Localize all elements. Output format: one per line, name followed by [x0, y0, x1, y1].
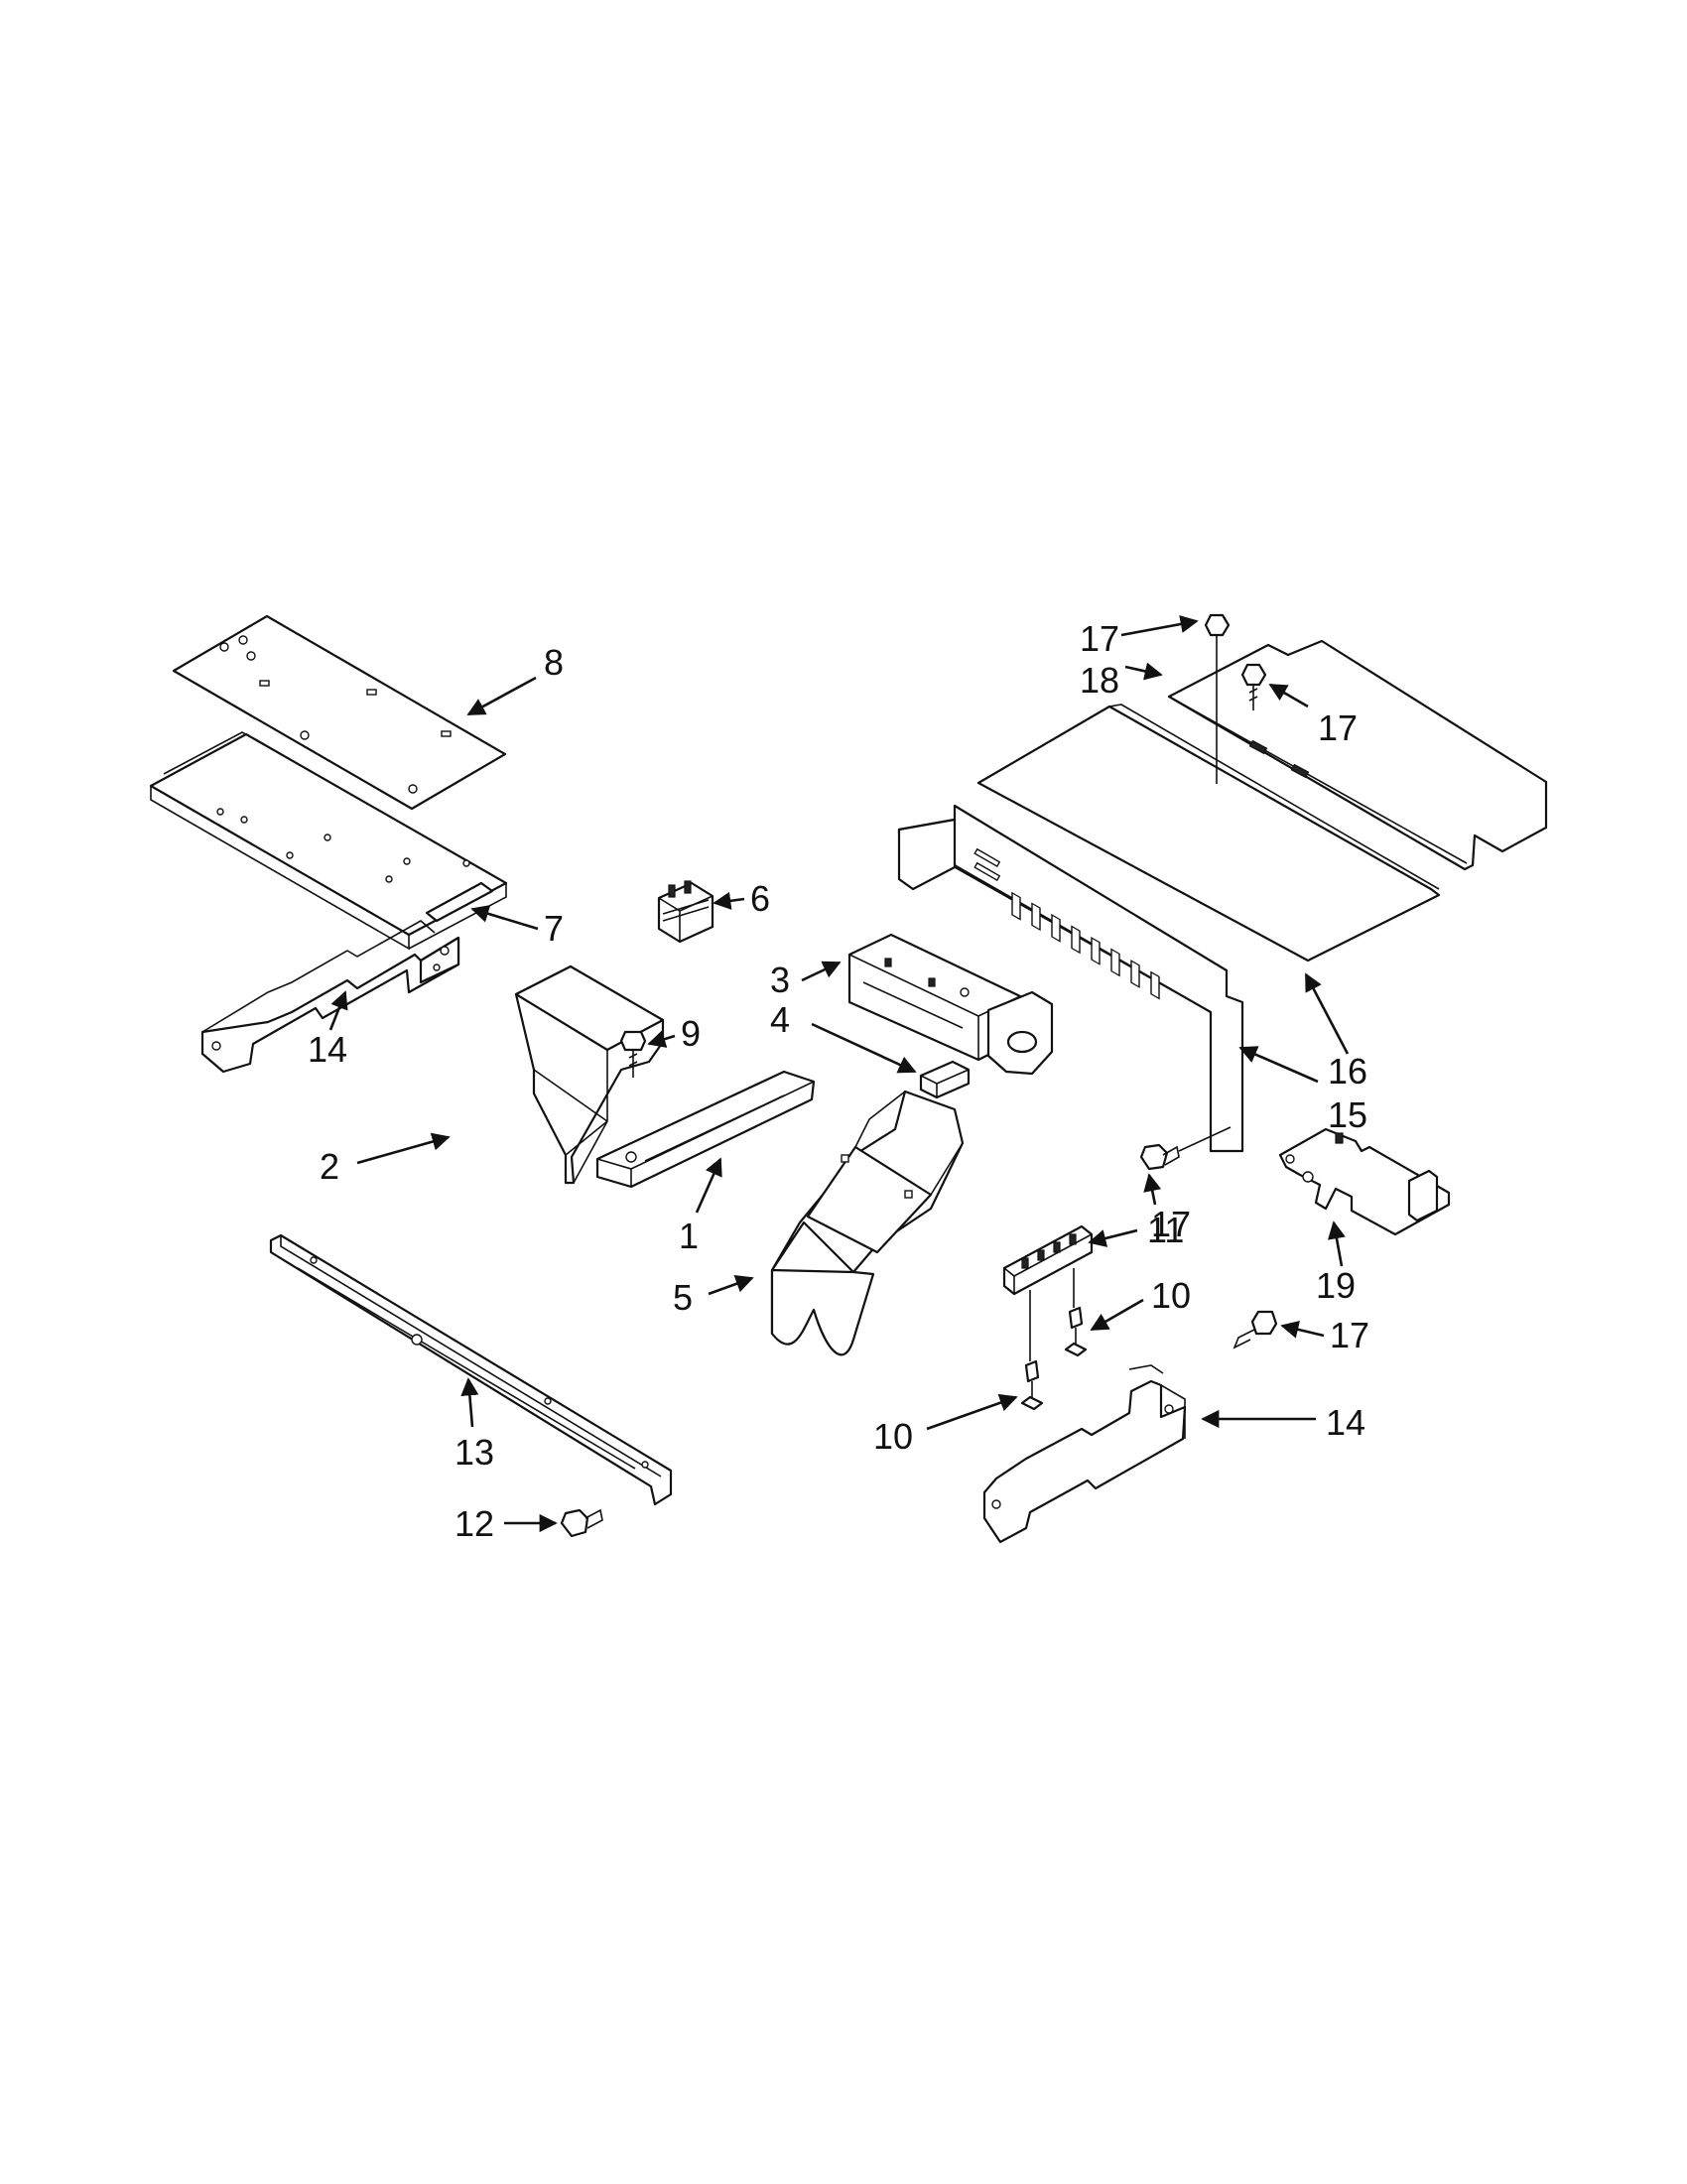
part-18-rear-panel [1167, 639, 1548, 871]
part-16-large-panel [976, 704, 1441, 963]
part-2-front-shield [514, 964, 665, 1185]
part-1-rail [595, 1070, 816, 1189]
label-part-16: 16 [1328, 1051, 1367, 1092]
part-6-relay [657, 880, 714, 944]
leader-4 [811, 1022, 917, 1074]
label-part-7: 7 [544, 908, 564, 949]
label-part-5: 5 [673, 1277, 693, 1318]
part-10-screw-b [1064, 1306, 1088, 1357]
leader-11 [1088, 1228, 1138, 1247]
part-14-left-bracket [200, 920, 460, 1074]
part-10-screw-a [1020, 1359, 1044, 1411]
part-3-valve-assembly [847, 933, 1054, 1076]
part-8-top-sheet [172, 614, 507, 811]
label-part-3: 3 [770, 960, 790, 1000]
vent-slots [1011, 891, 1160, 1000]
part-13-bottom-rail [269, 1233, 673, 1506]
leader-3 [801, 961, 842, 982]
label-part-6: 6 [750, 878, 770, 919]
part-17-screw-b [1240, 663, 1267, 710]
part-9-screw [619, 1030, 647, 1078]
label-part-17-a: 17 [1080, 618, 1119, 659]
leader-10-a [926, 1393, 1018, 1431]
label-part-14-right: 14 [1326, 1402, 1365, 1443]
label-part-17-c: 17 [1151, 1204, 1191, 1244]
label-part-10-b: 10 [1151, 1275, 1191, 1316]
label-part-11: 11 [1147, 1210, 1184, 1250]
leader-10-b [1090, 1298, 1144, 1332]
label-part-17-d: 17 [1330, 1315, 1369, 1355]
label-part-14-left: 14 [308, 1029, 347, 1070]
leader-17-d [1280, 1320, 1325, 1339]
leader-19 [1327, 1220, 1346, 1267]
leader-7 [470, 905, 539, 931]
label-part-2: 2 [320, 1146, 339, 1187]
leader-17-a [1120, 615, 1199, 637]
leader-17-b [1268, 683, 1309, 708]
leader-13 [460, 1377, 479, 1428]
part-19-bracket-plate [1278, 1127, 1451, 1236]
callout-labels: 8 7 6 14 2 9 1 5 13 12 3 4 17 18 17 16 1… [308, 618, 1369, 1544]
label-part-8: 8 [544, 642, 564, 683]
part-12-screw [560, 1508, 603, 1538]
part-17-screw-d [1233, 1310, 1278, 1349]
part-14-right-bracket [982, 1364, 1187, 1544]
label-part-1: 1 [679, 1216, 699, 1256]
leader-17-c [1143, 1173, 1162, 1206]
leader-8 [466, 676, 537, 716]
leaders [328, 615, 1350, 1533]
leader-18 [1124, 662, 1163, 681]
part-11-terminal-strip [1002, 1224, 1094, 1361]
part-4-terminal-block [919, 1060, 971, 1099]
leader-14-left [328, 990, 348, 1031]
label-part-12: 12 [454, 1503, 494, 1544]
leader-1 [695, 1157, 722, 1214]
label-part-18: 18 [1080, 660, 1119, 701]
label-part-17-b: 17 [1318, 707, 1358, 748]
leader-16 [1304, 972, 1350, 1055]
part-7-mounting-tray [149, 731, 508, 951]
part-17-screw-a [1204, 613, 1231, 784]
label-part-9: 9 [681, 1013, 701, 1054]
label-part-15: 15 [1328, 1094, 1367, 1135]
leader-9 [647, 1030, 676, 1048]
label-part-19: 19 [1316, 1265, 1356, 1306]
label-part-10-a: 10 [873, 1416, 913, 1457]
leader-2 [356, 1132, 451, 1165]
label-part-13: 13 [454, 1432, 494, 1473]
leader-5 [708, 1275, 754, 1296]
part-17-screw-c [1139, 1126, 1232, 1171]
part-15-vented-panel [897, 804, 1244, 1153]
label-part-4: 4 [770, 999, 790, 1040]
leader-6 [713, 891, 745, 910]
leader-15 [1238, 1046, 1319, 1084]
part-5-curved-shield [770, 1090, 965, 1356]
